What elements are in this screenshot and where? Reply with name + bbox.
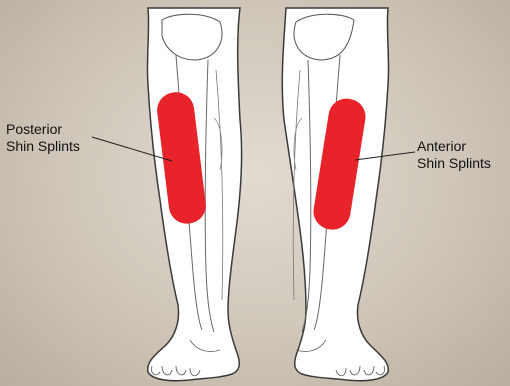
anterior-label-line2: Shin Splints [417, 155, 491, 172]
posterior-shin-splints-label: Posterior Shin Splints [6, 121, 80, 155]
anterior-shin-splints-label: Anterior Shin Splints [417, 138, 491, 172]
anterior-label-line1: Anterior [417, 138, 491, 155]
posterior-label-line1: Posterior [6, 121, 80, 138]
posterior-label-line2: Shin Splints [6, 138, 80, 155]
